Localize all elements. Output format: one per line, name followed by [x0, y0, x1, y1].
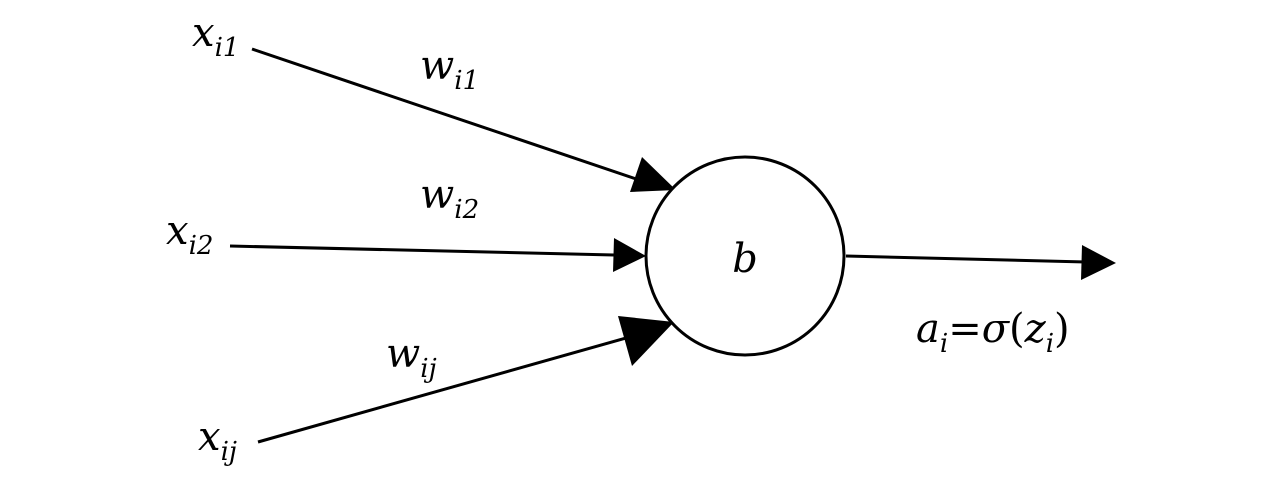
bias-label: b: [732, 236, 758, 282]
input-arrow-j: [257, 316, 674, 444]
input-label-x-i1: xi1: [192, 10, 239, 63]
input-arrow-2: [229, 238, 646, 272]
input-label-x-ij: xij: [198, 414, 237, 467]
output-activation-label: ai=σ(zi): [916, 306, 1070, 359]
output-arrow: [845, 245, 1116, 280]
weight-label-w-i2: wi2: [420, 172, 479, 225]
input-label-x-i2: xi2: [166, 208, 213, 261]
weight-label-w-ij: wij: [386, 331, 437, 384]
neuron-node: [644, 155, 846, 357]
input-arrow-1: [251, 47, 676, 192]
weight-label-w-i1: wi1: [420, 43, 479, 96]
